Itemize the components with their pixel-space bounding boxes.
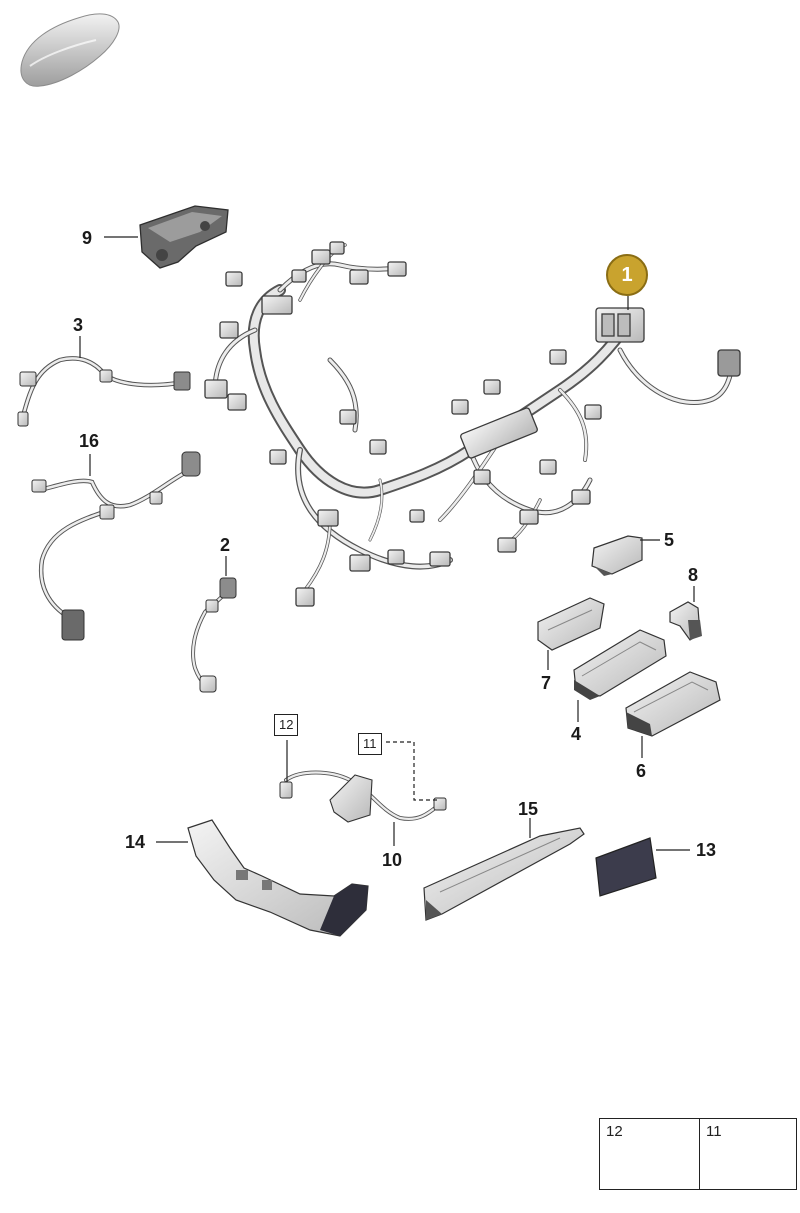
part-8-callout[interactable]: 8 [688,565,699,585]
part-9-bracket[interactable] [139,205,229,269]
fastener-legend: 12 11 [599,1118,797,1190]
legend-cell-12[interactable]: 12 [600,1119,700,1189]
part-1-callout-badge[interactable]: 1 [606,254,648,296]
part-3-callout[interactable]: 3 [73,315,84,335]
part-2-wiring-harness[interactable] [191,577,237,693]
leader-11-dashed [386,741,438,801]
part-8-clip[interactable] [669,601,702,641]
part-10-wiring-harness[interactable] [279,770,447,823]
part-6-cover[interactable] [625,671,721,737]
main-wiring-harness[interactable] [212,243,735,592]
part-4-cover[interactable] [573,629,667,700]
part-16-wiring-harness[interactable] [31,451,201,641]
part-15-callout[interactable]: 15 [518,799,539,819]
part-5-bracket[interactable] [591,535,643,576]
part-15-rail[interactable] [423,827,585,921]
part-14-bracket[interactable] [187,819,369,937]
harness-connectors [204,241,741,607]
part-12-boxed-callout[interactable]: 12 [274,714,299,736]
part-2-callout[interactable]: 2 [220,535,231,555]
legend-label-11: 11 [706,1123,722,1140]
part-16-callout[interactable]: 16 [79,431,100,451]
part-11-boxed-callout[interactable]: 11 [358,733,382,755]
part-7-callout[interactable]: 7 [541,673,552,693]
part-5-callout[interactable]: 5 [664,530,675,550]
part-9-callout[interactable]: 9 [82,228,93,248]
part-6-callout[interactable]: 6 [636,761,647,781]
part-13-callout[interactable]: 13 [696,840,717,860]
part-3-wiring-harness[interactable] [17,356,191,427]
part-13-pad[interactable] [595,837,657,897]
legend-label-12: 12 [606,1123,623,1140]
vehicle-silhouette-icon [20,13,120,87]
legend-cell-11[interactable]: 11 [700,1119,796,1189]
part-14-callout[interactable]: 14 [125,832,146,852]
part-7-bracket[interactable] [537,597,605,651]
part-4-callout[interactable]: 4 [571,724,582,744]
part-10-callout[interactable]: 10 [382,850,403,870]
